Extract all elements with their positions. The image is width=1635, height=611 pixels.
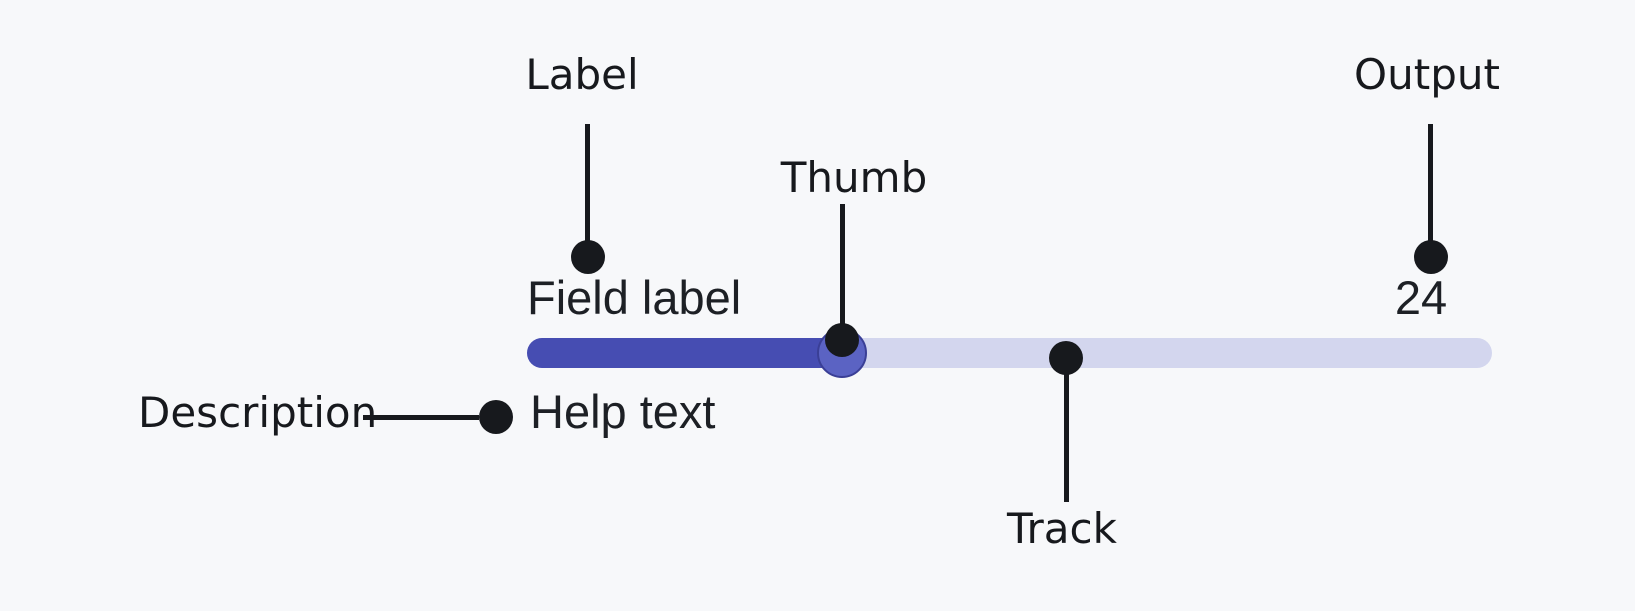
- callout-description-line: [363, 415, 479, 420]
- callout-label-dot: [571, 240, 605, 274]
- callout-track-dot: [1049, 341, 1083, 375]
- callout-output-line: [1428, 124, 1433, 242]
- slider-track[interactable]: [527, 338, 1492, 368]
- callout-description-text: Description: [138, 388, 378, 437]
- slider-help-text: Help text: [530, 385, 716, 438]
- callout-description-dot: [479, 400, 513, 434]
- callout-thumb-text: Thumb: [780, 153, 928, 202]
- callout-thumb-line: [840, 204, 845, 326]
- callout-track-text: Track: [1007, 504, 1117, 553]
- slider-output-value: 24: [1394, 271, 1448, 324]
- callout-thumb-dot: [825, 323, 859, 357]
- callout-output-text: Output: [1354, 50, 1500, 99]
- callout-track-line: [1064, 374, 1069, 502]
- callout-output-dot: [1414, 240, 1448, 274]
- slider-track-fill: [527, 338, 842, 368]
- slider-field-label: Field label: [527, 271, 742, 324]
- callout-label-text: Label: [525, 50, 639, 99]
- callout-label-line: [585, 124, 590, 242]
